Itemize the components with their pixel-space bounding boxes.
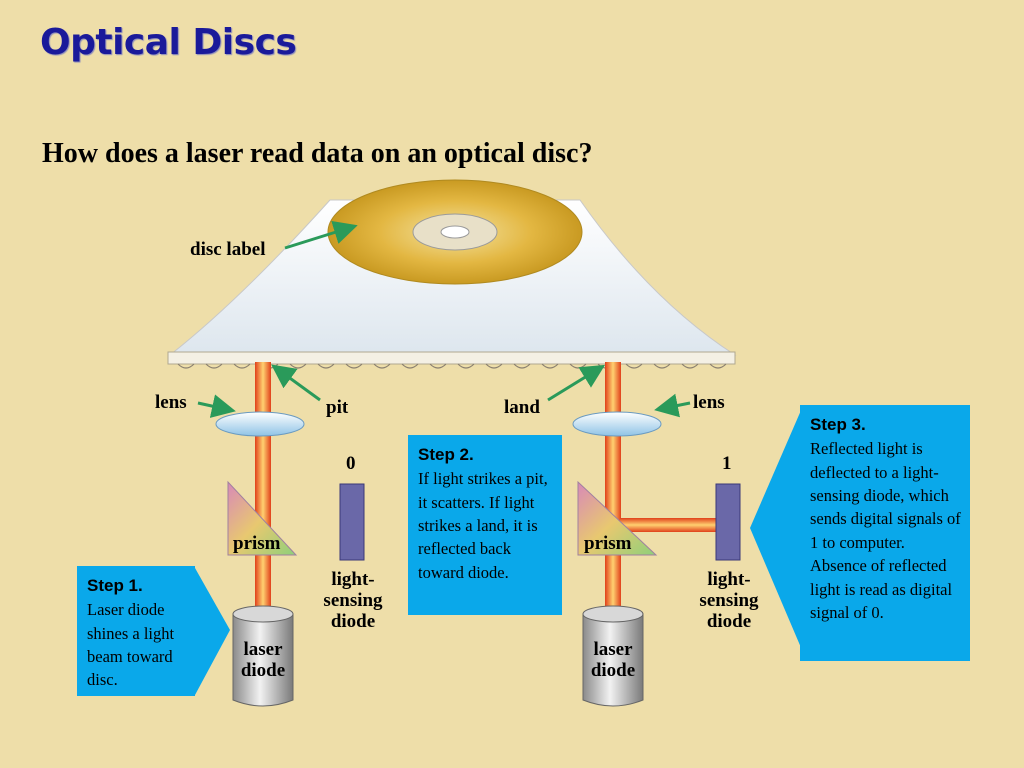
sensor-left-shape (339, 483, 365, 561)
lens-right-label: lens (693, 392, 725, 413)
step1-body: Laser diode shines a light beam toward d… (87, 600, 175, 690)
laser-beam-right (605, 362, 621, 616)
sensor-right-label: light- sensing diode (699, 569, 759, 632)
step3-heading: Step 3. (810, 415, 866, 434)
prism-right-shape (577, 480, 658, 556)
step3-pointer (750, 408, 802, 650)
lens-left-shape (215, 411, 305, 437)
prism-right-label: prism (584, 533, 632, 554)
step2-heading: Step 2. (418, 445, 474, 464)
digital-value-right: 1 (722, 453, 732, 474)
step2-body: If light strikes a pit, it scatters. If … (418, 469, 548, 582)
page-title: Optical Discs (40, 22, 297, 63)
disc-surface (167, 351, 736, 365)
step2-callout: Step 2. If light strikes a pit, it scatt… (408, 435, 562, 615)
prism-left-shape (227, 480, 298, 556)
pit-label: pit (326, 397, 349, 418)
land-label: land (504, 397, 540, 418)
page-subtitle: How does a laser read data on an optical… (42, 138, 593, 169)
step1-callout: Step 1. Laser diode shines a light beam … (77, 566, 195, 696)
lens-right-shape (572, 411, 662, 437)
step1-heading: Step 1. (87, 576, 143, 595)
step3-body: Reflected light is deflected to a light-… (810, 439, 961, 623)
sensor-right-shape (715, 483, 741, 561)
lens-left-label: lens (155, 392, 187, 413)
laser-can-left (232, 613, 294, 707)
laser-left-label: laser diode (240, 639, 286, 681)
digital-value-left: 0 (346, 453, 356, 474)
step1-pointer (195, 568, 230, 695)
sensor-left-label: light- sensing diode (323, 569, 383, 632)
step3-callout: Step 3. Reflected light is deflected to … (800, 405, 970, 661)
disc-label-text: disc label (190, 239, 266, 260)
reflected-beam (620, 518, 718, 532)
prism-left-label: prism (233, 533, 281, 554)
laser-right-label: laser diode (590, 639, 636, 681)
laser-can-right (582, 613, 644, 707)
laser-beam-left (255, 362, 271, 616)
